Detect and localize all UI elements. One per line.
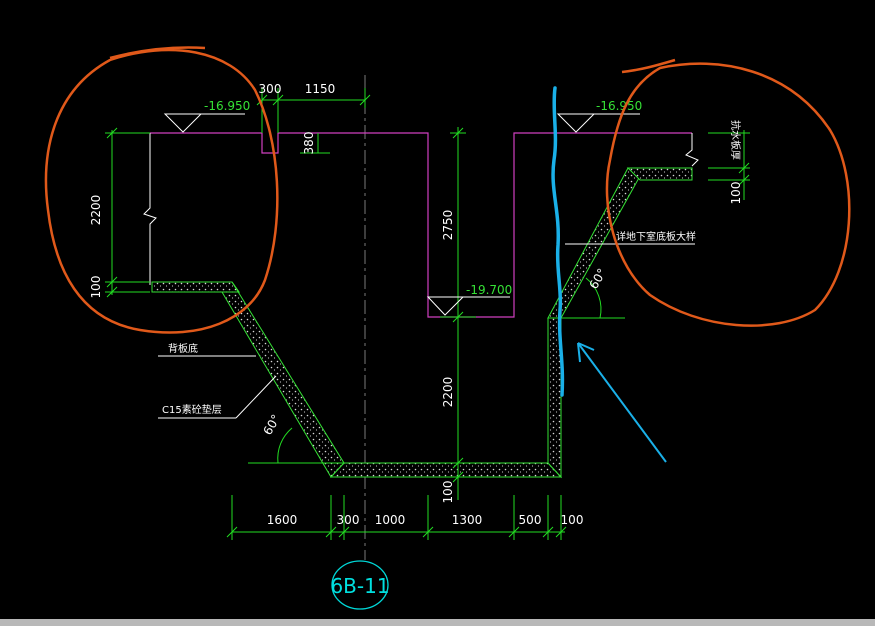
cushion-left-top [151,281,240,293]
dim-1150-top: 1150 [305,82,336,96]
left-break-line [143,133,157,285]
dim-300-top: 300 [259,82,282,96]
level-right-top: -16.950 [596,99,642,113]
axis-label: 6B-11 [330,574,389,598]
dimension-lines [105,88,750,540]
cushion-bottom [329,462,563,478]
dim-bottom-3: 1000 [375,513,406,527]
dim-380: 380 [302,132,316,155]
level-pit-bottom: -19.700 [466,283,512,297]
orange-circle-right [605,58,851,327]
dim-bottom-6: 100 [561,513,584,527]
dim-bottom-1: 1600 [267,513,298,527]
level-left-top: -16.950 [204,99,250,113]
blue-arrow [577,342,667,463]
dim-100-right: 100 [729,182,743,205]
label-right-vertical: 抗水板厚 [729,120,742,160]
concrete-cushion [151,167,693,479]
blue-squiggle [551,86,565,397]
status-bar [0,619,875,626]
angle-left: 60° [260,412,283,437]
dim-bottom-2: 300 [337,513,360,527]
label-concrete: C15素砼垫层 [162,403,222,416]
orange-circle-left [44,46,279,334]
dim-100-left: 100 [89,276,103,299]
dim-bottom-5: 500 [519,513,542,527]
angle-right: 60° [586,266,609,291]
dim-2200-left: 2200 [89,195,103,226]
axis-bubble [331,560,389,610]
cushion-right-top [626,167,693,181]
dim-bottom-4: 1300 [452,513,483,527]
level-markers [163,113,640,316]
label-waterproof: 背板底 [168,342,198,355]
dim-2750: 2750 [441,210,455,241]
dim-2200-mid: 2200 [441,377,455,408]
leader-lines [158,243,695,419]
label-right-note: 详地下室底板大样 [616,230,696,243]
slab-outline [150,132,692,318]
right-break-line [685,133,699,167]
dim-100-mid: 100 [441,481,455,504]
cushion-left-slope [221,281,345,478]
